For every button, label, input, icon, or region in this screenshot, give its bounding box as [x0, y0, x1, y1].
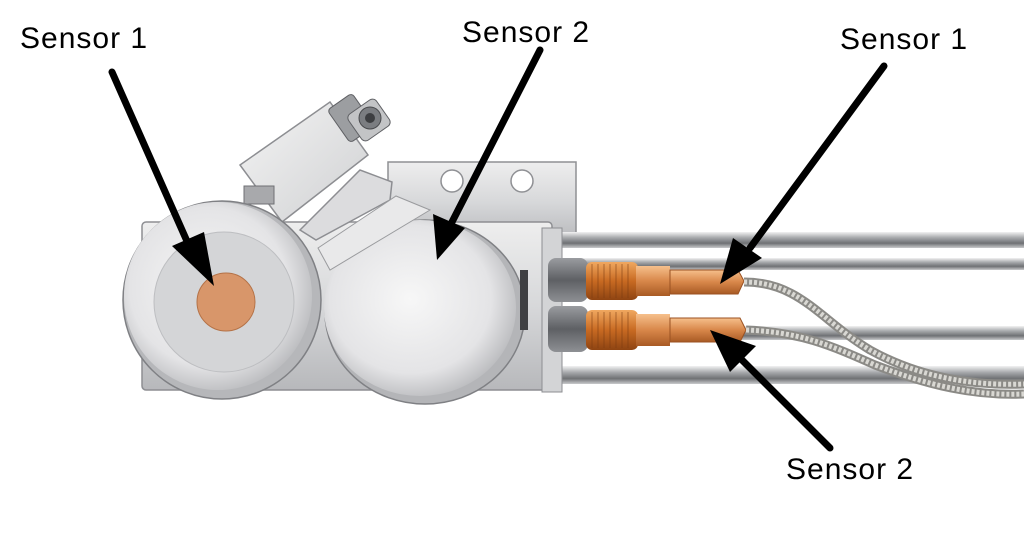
callout-arrows	[108, 46, 888, 452]
arrow-sensor1-left	[108, 68, 214, 286]
probe-housing	[541, 227, 588, 393]
arrow-sensor2-top	[433, 46, 544, 260]
label-sensor-2-bottom: Sensor 2	[786, 453, 915, 486]
support-rods	[548, 232, 1024, 384]
sensor-1-disc-housing	[122, 200, 322, 400]
sensor-2-disc-housing	[317, 195, 528, 405]
braided-cables	[743, 277, 1024, 399]
sensor-1-element	[196, 272, 256, 332]
label-sensor-1-left: Sensor 1	[20, 22, 149, 55]
label-sensor-1-right: Sensor 1	[840, 23, 969, 56]
arrow-sensor1-right	[720, 62, 888, 284]
label-sensor-2-top: Sensor 2	[462, 16, 591, 49]
arrow-sensor2-bottom	[710, 330, 834, 452]
angled-bracket	[238, 94, 393, 241]
screw-head	[328, 94, 391, 142]
